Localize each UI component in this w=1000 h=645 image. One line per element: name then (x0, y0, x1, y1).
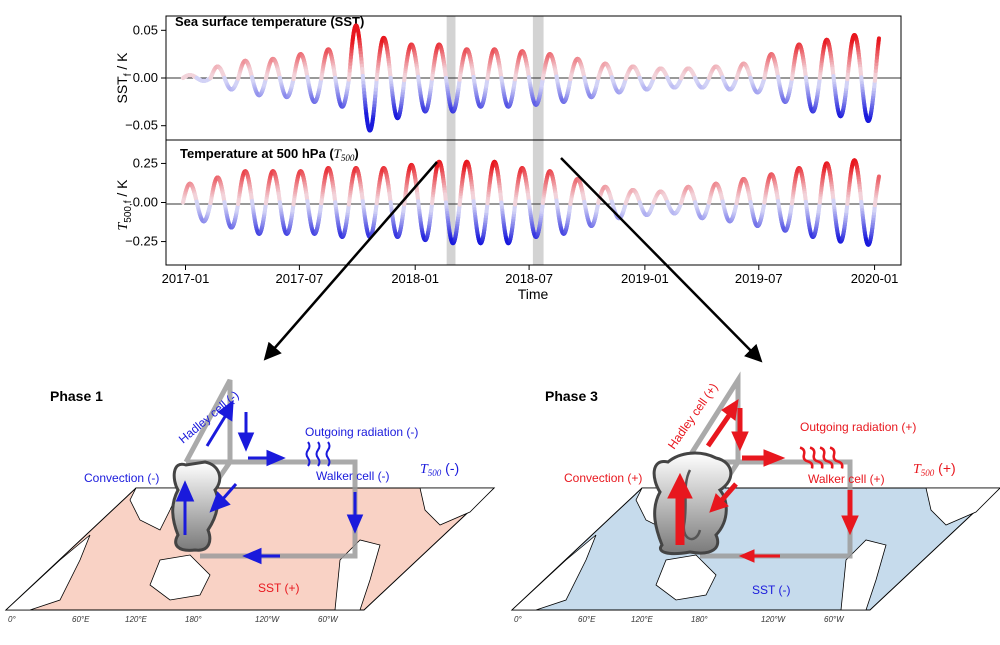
phase1-arrows (175, 399, 364, 565)
x-tick-label: 2018-07 (505, 271, 553, 286)
x-tick-label: 2019-07 (735, 271, 783, 286)
phase1-outgoing-label: Outgoing radiation (-) (305, 425, 418, 439)
radiation-wave (305, 441, 311, 467)
sst-y-ticks: 0.05 0.00 −0.05 (125, 22, 166, 133)
land-africa (510, 534, 597, 611)
arrowhead (763, 449, 786, 467)
phase3-sst-label: SST (-) (752, 583, 790, 597)
arrowhead (175, 480, 195, 502)
arrow-hadley-return (220, 483, 238, 501)
phase3-outgoing-label: Outgoing radiation (+) (800, 420, 916, 434)
arrow-hadley-return (720, 482, 738, 502)
radiation-wave (315, 441, 321, 467)
map-tick: 120°W (761, 615, 787, 624)
y-tick-label: 0.25 (133, 155, 158, 170)
map-tick: 120°W (255, 615, 281, 624)
arrowhead (709, 493, 729, 513)
sst-series (180, 23, 881, 133)
arrowhead (209, 491, 231, 513)
radiation-wave (829, 446, 844, 469)
phase1-walker-label: Walker cell (-) (316, 469, 390, 483)
phase1-map-ticks: 0° 60°E 120°E 180° 120°W 60°W (8, 615, 339, 624)
phase3-walker-label: Walker cell (+) (808, 472, 885, 486)
phase3-cloud (652, 451, 733, 556)
map-tick: 60°E (578, 615, 596, 624)
arrow-to-phase3 (560, 157, 763, 363)
phase1-radiation-icon (305, 441, 331, 467)
x-tick-label: 2018-01 (391, 271, 439, 286)
land-north-america (925, 487, 1000, 526)
t500-series (180, 158, 881, 247)
y-tick-label: 0.00 (133, 195, 158, 210)
x-tick-label: 2020-01 (851, 271, 899, 286)
sst-panel-title: Sea surface temperature (SST) (175, 14, 364, 29)
x-tick-label: 2019-01 (621, 271, 669, 286)
map-tick: 0° (514, 615, 522, 624)
land-africa (4, 534, 91, 611)
sst-panel: Sea surface temperature (SST) 0.05 0.00 −0… (114, 14, 902, 141)
arrowhead (841, 515, 859, 536)
phase3-radiation-icon (799, 446, 844, 469)
t500-y-axis-label: T500,f / K (114, 179, 134, 231)
x-axis-label: Time (518, 286, 549, 302)
phase3-diagram: Phase 3 0° 60°E 120°E 180° 120°W 60°W (510, 371, 1000, 624)
land-australia (149, 554, 211, 601)
phase1-diagram: Phase 1 0° 60°E 120°E 180° 120°W 60°W (4, 378, 496, 624)
t500-y-ticks: 0.25 0.00 −0.25 (125, 155, 166, 249)
radiation-wave (799, 446, 814, 469)
y-tick-label: −0.25 (125, 234, 158, 249)
arrowhead (266, 449, 286, 467)
map-tick: 180° (185, 615, 202, 624)
map-tick: 60°E (72, 615, 90, 624)
arrowhead (721, 399, 739, 421)
map-tick: 60°W (318, 615, 339, 624)
phase1-convection-label: Convection (-) (84, 471, 159, 485)
arrowhead (346, 514, 364, 534)
t500-panel: Temperature at 500 hPa (T500) 0.25 0.00 −0… (114, 139, 902, 266)
arrowhead (242, 547, 262, 565)
land-north-america (419, 487, 495, 526)
radiation-wave (809, 446, 824, 469)
phase3-arrows (667, 399, 859, 563)
map-tick: 120°E (125, 615, 148, 624)
arrowhead (738, 549, 755, 563)
phase3-t500-label: T500 (+) (913, 460, 956, 478)
arrowhead (237, 432, 255, 452)
map-tick: 120°E (631, 615, 654, 624)
y-tick-label: 0.05 (133, 22, 158, 37)
land-australia (655, 554, 717, 601)
radiation-wave (325, 441, 331, 467)
phase1-title: Phase 1 (50, 388, 103, 404)
arrowhead (667, 472, 693, 499)
arrowhead (217, 399, 234, 422)
arrow-hadley (205, 414, 228, 447)
map-tick: 60°W (824, 615, 845, 624)
t500-panel-title: Temperature at 500 hPa (T500) (180, 146, 359, 163)
x-tick-label: 2017-01 (162, 271, 210, 286)
y-tick-label: −0.05 (125, 118, 158, 133)
map-tick: 180° (691, 615, 708, 624)
phase3-title: Phase 3 (545, 388, 598, 404)
arrow-hadley (705, 412, 733, 448)
x-tick-label: 2017-07 (276, 271, 324, 286)
x-axis-ticks: 2017-01 2017-07 2018-01 2018-07 2019-01 2019-… (162, 265, 899, 286)
phase3-convection-label: Convection (+) (564, 471, 642, 485)
phase3-map-sst (510, 487, 1000, 611)
phase3-map-ticks: 0° 60°E 120°E 180° 120°W 60°W (514, 615, 845, 624)
radiation-wave (819, 446, 834, 469)
y-tick-label: 0.00 (133, 70, 158, 85)
sst-y-axis-label: SSTf / K (114, 52, 134, 104)
phase1-t500-label: T500 (-) (420, 460, 459, 478)
arrowhead (731, 431, 749, 452)
arrow-to-phase1 (263, 161, 438, 361)
phase1-sst-label: SST (+) (258, 581, 299, 595)
map-tick: 0° (8, 615, 16, 624)
